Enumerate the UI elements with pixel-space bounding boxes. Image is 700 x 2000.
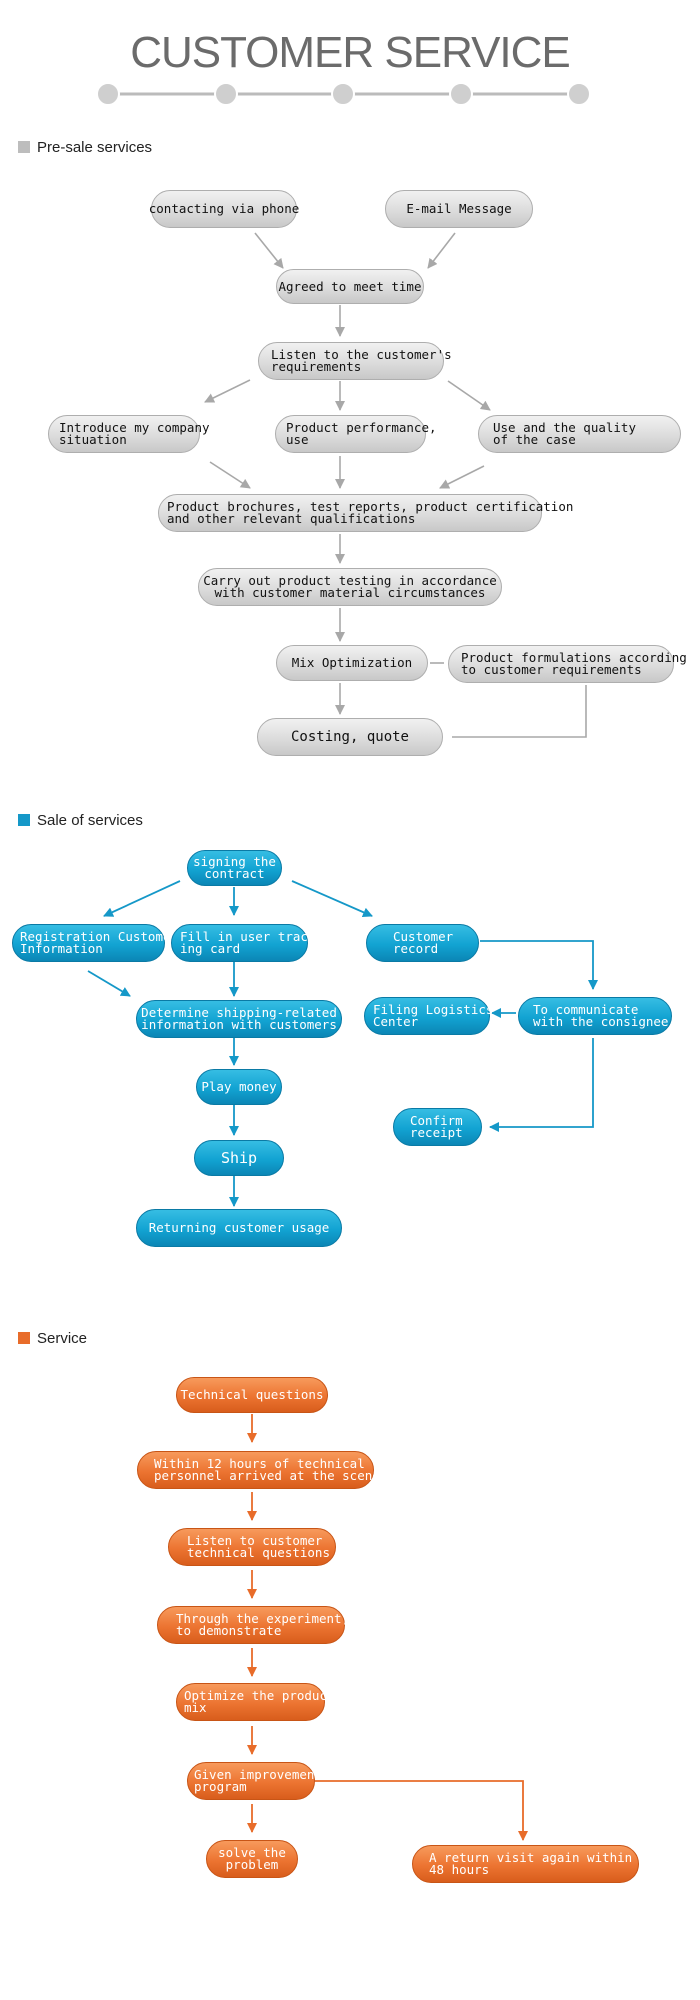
section-title: Sale of services: [37, 812, 143, 829]
title-decoration-timeline: [96, 82, 591, 106]
timeline-dot: [214, 82, 238, 106]
arrow-record-to-communicate: [480, 940, 598, 990]
timeline-dot: [567, 82, 591, 106]
node-costing-quote: Costing, quote: [257, 718, 443, 756]
page-title: CUSTOMER SERVICE: [130, 28, 571, 77]
node-agreed-to-meet-time: Agreed to meet time: [276, 269, 424, 304]
arrow-listen-to-intro: [204, 379, 251, 403]
node-contacting-via-phone: contacting via phone: [149, 190, 299, 228]
section-marker-square: [18, 814, 30, 826]
arrow-listen-to-quality: [447, 380, 491, 411]
node-through-the-experiment: Through the experiment, to demonstrate: [157, 1606, 349, 1644]
node-signing-the-contract: signing the contract: [187, 850, 282, 886]
node-solve-the-problem: solve the problem: [206, 1840, 298, 1878]
arrow-improvement-to-revisit: [315, 1780, 528, 1841]
section-heading-sale: Sale of services: [18, 811, 143, 831]
node-returning-customer-usage: Returning customer usage: [136, 1209, 342, 1247]
section-heading-service: Service: [18, 1329, 87, 1349]
node-filing-logistics-center: Filing Logistics Center: [364, 997, 493, 1035]
section-marker-square: [18, 1332, 30, 1344]
timeline-dot: [331, 82, 355, 106]
node-registration-customer-information: Registration Customer Information: [12, 924, 178, 962]
node-technical-questions: Technical questions: [176, 1377, 328, 1413]
node-return-visit-within-48-hours: A return visit again within 48 hours: [412, 1845, 639, 1883]
node-listen-to-customer-technical-questions: Listen to customer technical questions: [168, 1528, 336, 1566]
node-within-12-hours: Within 12 hours of technical personnel a…: [137, 1451, 380, 1489]
arrow-registration-to-shipping: [87, 970, 131, 997]
node-play-money: Play money: [196, 1069, 282, 1105]
section-title: Service: [37, 1330, 88, 1347]
line-formulation-to-costing: [452, 685, 587, 738]
arrow-phone-to-agree: [254, 232, 284, 269]
arrow-quality-to-brochure: [439, 465, 485, 489]
node-product-formulations: Product formulations according to custom…: [448, 645, 687, 683]
node-confirm-receipt: Confirm receipt: [393, 1108, 482, 1146]
arrow-communicate-to-confirm: [489, 1038, 594, 1132]
node-ship: Ship: [194, 1140, 284, 1176]
node-optimize-the-product-mix: Optimize the product mix: [176, 1683, 335, 1721]
arrow-email-to-agree: [427, 232, 456, 269]
node-given-improvement-program: Given improvement program: [187, 1762, 322, 1800]
arrow-contract-to-record: [291, 880, 373, 917]
section-heading-presale: Pre-sale services: [18, 138, 152, 158]
node-listen-to-customer-requirements: Listen to the customer's requirements: [258, 342, 452, 380]
node-product-performance: Product performance, use: [275, 415, 437, 453]
node-fill-in-user-track-card: Fill in user track ing card: [171, 924, 315, 962]
arrow-intro-to-brochure: [209, 461, 251, 489]
node-communicate-with-consignee: To communicate with the consignee: [518, 997, 672, 1035]
node-product-brochures: Product brochures, test reports, product…: [158, 494, 573, 532]
section-title: Pre-sale services: [37, 139, 153, 156]
timeline-dot: [449, 82, 473, 106]
node-determine-shipping-information: Determine shipping-related information w…: [136, 1000, 342, 1038]
node-introduce-company: Introduce my company situation: [48, 415, 210, 453]
node-use-and-quality: Use and the quality of the case: [478, 415, 681, 453]
arrow-contract-to-registration: [103, 880, 181, 917]
node-product-testing: Carry out product testing in accordance …: [198, 568, 502, 606]
node-customer-record: Customer record: [366, 924, 479, 962]
node-email-message: E-mail Message: [385, 190, 533, 228]
section-marker-square: [18, 141, 30, 153]
timeline-dot: [96, 82, 120, 106]
node-mix-optimization: Mix Optimization: [276, 645, 428, 681]
